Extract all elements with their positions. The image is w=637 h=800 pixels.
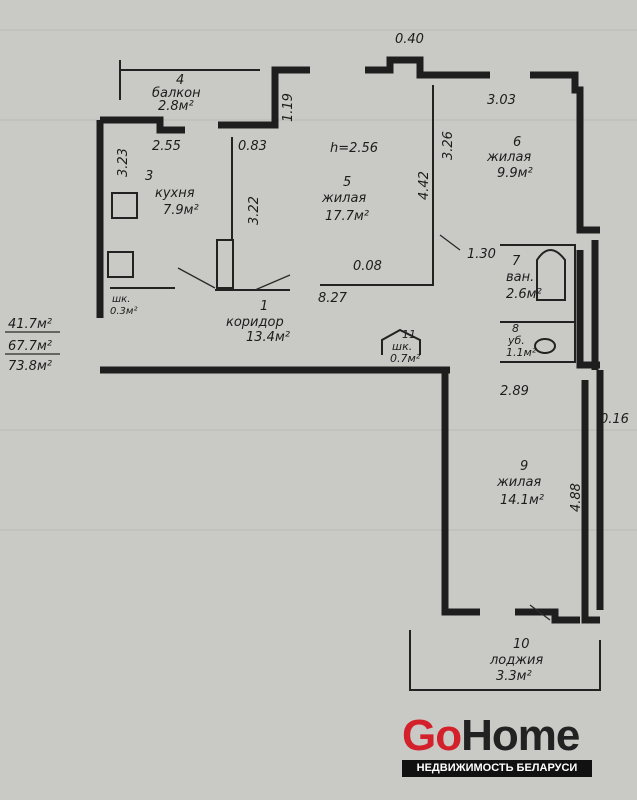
plan-label: 1.30 xyxy=(467,247,496,262)
plan-label: 0.7м² xyxy=(390,352,421,365)
plan-label: жилая xyxy=(486,150,531,165)
plan-label: ван. xyxy=(506,270,534,285)
room-closet-2: шк. 0.3м² xyxy=(110,294,137,317)
bathtub-icon xyxy=(536,249,566,301)
room-living-5: 5 жилая 17.7м² xyxy=(321,175,369,224)
room-balcony: 4 балкон 2.8м² xyxy=(152,73,201,114)
plan-label: 41.7м² xyxy=(8,317,52,332)
room-closet-11: 11 шк. 0.7м² xyxy=(390,328,421,365)
plan-label: 7 xyxy=(512,254,521,269)
plan-label: балкон xyxy=(152,86,201,101)
plan-label: 0.16 xyxy=(600,412,629,427)
plan-label: 3 xyxy=(145,169,153,184)
room-toilet: 8 уб. 1.1м² xyxy=(506,322,537,359)
plan-label: 5 xyxy=(343,175,351,190)
fixtures xyxy=(107,192,566,621)
paper-grid xyxy=(0,29,637,531)
plan-label: 0.3м² xyxy=(110,306,137,317)
plan-label: 4.88 xyxy=(569,483,584,512)
plan-label: 67.7м² xyxy=(8,339,52,354)
plan-label: 8 xyxy=(512,322,519,335)
plan-label: 17.7м² xyxy=(325,209,369,224)
room-corridor: 1 коридор 13.4м² xyxy=(226,299,290,345)
plan-label: 3.03 xyxy=(487,93,516,108)
plan-label: 1.19 xyxy=(281,93,296,122)
plan-label: 0.40 xyxy=(395,32,424,47)
plan-label: шк. xyxy=(112,294,130,305)
room-living-6: 6 жилая 9.9м² xyxy=(486,135,533,181)
logo-go: Go xyxy=(402,711,462,760)
plan-label: 1 xyxy=(260,299,268,314)
gohome-logo: GoHome НЕДВИЖИМОСТЬ БЕЛАРУСИ xyxy=(402,712,592,792)
plan-label: 3.3м² xyxy=(496,669,532,684)
plan-label: 3.23 xyxy=(116,148,131,177)
plan-label: коридор xyxy=(226,315,284,330)
plan-label: 3.26 xyxy=(441,131,456,160)
plan-label: 4.42 xyxy=(417,171,432,200)
plan-label: уб. xyxy=(507,334,525,347)
logo-subtitle: НЕДВИЖИМОСТЬ БЕЛАРУСИ xyxy=(402,760,592,777)
plan-label: 11 xyxy=(402,328,416,341)
plan-label: жилая xyxy=(496,475,541,490)
sink-icon xyxy=(107,251,134,278)
plan-label: шк. xyxy=(392,340,412,353)
plan-label: 14.1м² xyxy=(500,493,544,508)
plan-label: 7.9м² xyxy=(163,203,199,218)
ceiling-height: h=2.56 xyxy=(330,141,378,156)
plan-label: 9.9м² xyxy=(497,166,533,181)
plan-label: 73.8м² xyxy=(8,359,52,374)
plan-label: 2.6м² xyxy=(506,287,542,302)
area-totals: 41.7м² 67.7м² 73.8м² xyxy=(5,317,60,374)
plan-label: 13.4м² xyxy=(246,330,290,345)
plan-label: 2.8м² xyxy=(158,99,194,114)
plan-label: 9 xyxy=(520,459,528,474)
plan-label: кухня xyxy=(155,186,195,201)
ventilation-shaft xyxy=(216,239,234,289)
plan-label: 10 xyxy=(513,637,530,652)
toilet-icon xyxy=(534,338,556,354)
plan-label: лоджия xyxy=(489,653,543,668)
room-living-9: 9 жилая 14.1м² xyxy=(496,459,544,508)
plan-label: 2.55 xyxy=(152,139,181,154)
room-kitchen: 3 кухня 7.9м² xyxy=(145,169,199,218)
plan-label: 8.27 xyxy=(318,291,348,306)
dimensions: 0.40 3.03 1.19 2.55 0.83 3.23 3.22 3.26 … xyxy=(116,32,629,512)
plan-label: 1.1м² xyxy=(506,346,537,359)
walls xyxy=(96,56,604,691)
room-loggia: 10 лоджия 3.3м² xyxy=(489,637,543,684)
plan-label: 0.08 xyxy=(353,259,382,274)
plan-label: 6 xyxy=(513,135,521,150)
plan-label: 3.22 xyxy=(247,196,262,225)
plan-label: 0.83 xyxy=(238,139,267,154)
room-bathroom: 7 ван. 2.6м² xyxy=(506,254,542,302)
plan-label: 2.89 xyxy=(500,384,529,399)
plan-label: 4 xyxy=(176,73,184,88)
logo-home: Home xyxy=(461,711,580,760)
plan-label: жилая xyxy=(321,191,366,206)
stove-icon xyxy=(111,192,138,219)
